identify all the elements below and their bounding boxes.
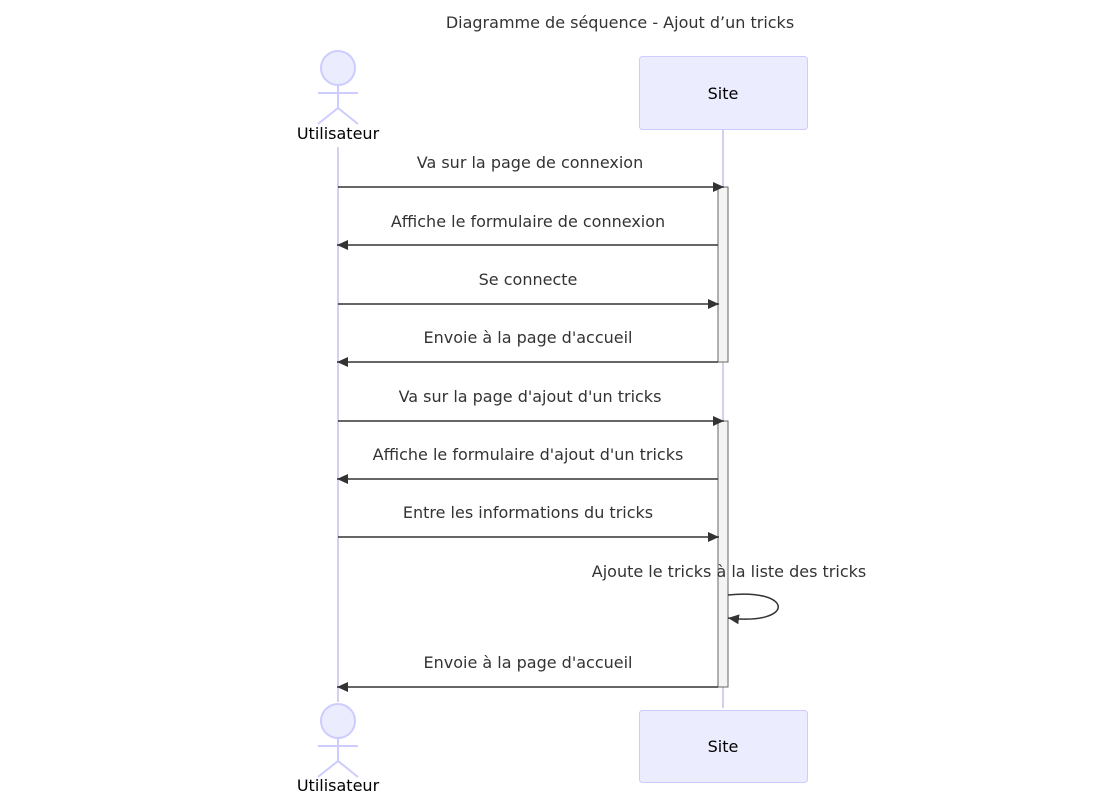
actor-label: Utilisateur [297,124,380,143]
actor-leg-right [337,760,359,778]
message-6: Affiche le formulaire d'ajout d'un trick… [337,445,718,484]
message-3: Se connecte [338,270,719,309]
message-8-self: Ajoute le tricks à la liste des tricks [592,562,866,625]
participant-site-bottom: Site [639,710,808,783]
message-label: Affiche le formulaire d'ajout d'un trick… [373,445,684,464]
message-4: Envoie à la page d'accueil [337,328,718,367]
message-label: Va sur la page de connexion [417,153,643,172]
participant-site-top: Site [639,56,808,130]
message-label: Envoie à la page d'accueil [424,653,633,672]
actor-leg-left [317,107,339,125]
participant-label: Site [708,737,739,756]
activation-bar [717,420,729,688]
message-label: Entre les informations du tricks [403,503,653,522]
message-label: Ajoute le tricks à la liste des tricks [592,562,866,581]
actor-head [320,703,356,739]
message-label: Affiche le formulaire de connexion [391,212,665,231]
participant-box [639,710,808,783]
participant-label: Site [708,84,739,103]
actor-user-bottom: Utilisateur [297,703,380,795]
activation-bar [717,186,729,363]
actor-user-top: Utilisateur [297,50,380,143]
message-label: Se connecte [479,270,578,289]
message-9: Envoie à la page d'accueil [337,653,718,692]
message-1: Va sur la page de connexion [338,153,724,192]
actor-leg-right [337,107,359,125]
message-label: Envoie à la page d'accueil [424,328,633,347]
actor-leg-left [317,760,339,778]
actor-head [320,50,356,86]
self-message-loop [727,593,779,625]
message-5: Va sur la page d'ajout d'un tricks [338,387,724,426]
actor-label: Utilisateur [297,776,380,795]
message-2: Affiche le formulaire de connexion [337,212,718,250]
participant-box [639,56,808,130]
message-7: Entre les informations du tricks [338,503,719,542]
message-label: Va sur la page d'ajout d'un tricks [399,387,662,406]
diagram-title: Diagramme de séquence - Ajout d’un trick… [446,13,794,32]
